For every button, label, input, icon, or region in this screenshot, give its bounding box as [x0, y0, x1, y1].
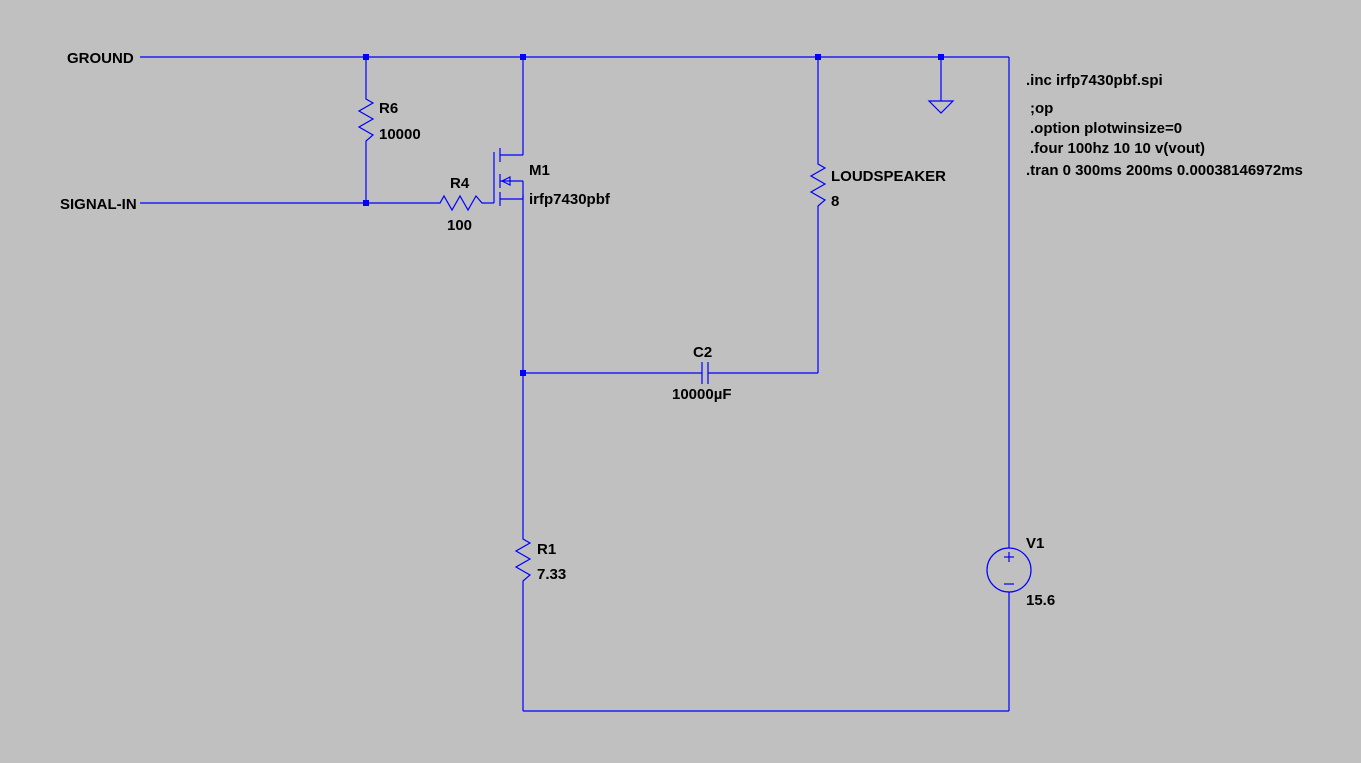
r6-name-label[interactable]: R6 — [379, 100, 398, 117]
spice-directive-op[interactable]: ;op — [1030, 100, 1053, 117]
r4-name-label[interactable]: R4 — [450, 175, 470, 192]
r6-resistor-icon[interactable] — [357, 95, 375, 145]
junction-dot — [520, 54, 526, 60]
m1-model-label[interactable]: irfp7430pbf — [529, 191, 611, 208]
v1-name-label[interactable]: V1 — [1026, 535, 1044, 552]
r1-value-label[interactable]: 7.33 — [537, 566, 566, 583]
r4-value-label[interactable]: 100 — [447, 217, 472, 234]
loudspeaker-resistor-icon[interactable] — [809, 160, 827, 212]
r4-resistor-icon[interactable] — [436, 194, 486, 212]
junction-dot — [520, 370, 526, 376]
junction-dot — [815, 54, 821, 60]
spice-directive-tran[interactable]: .tran 0 300ms 200ms 0.00038146972ms — [1026, 162, 1303, 179]
spice-directive-inc[interactable]: .inc irfp7430pbf.spi — [1026, 72, 1163, 89]
ground-symbol-icon[interactable] — [927, 100, 955, 114]
loudspeaker-value-label[interactable]: 8 — [831, 193, 839, 210]
junctions — [363, 54, 944, 376]
r1-name-label[interactable]: R1 — [537, 541, 556, 558]
spice-directive-option[interactable]: .option plotwinsize=0 — [1030, 120, 1182, 137]
m1-mosfet-icon[interactable] — [493, 135, 524, 206]
wires — [140, 56, 1010, 712]
v1-value-label[interactable]: 15.6 — [1026, 592, 1055, 609]
loudspeaker-name-label[interactable]: LOUDSPEAKER — [831, 168, 946, 185]
c2-capacitor-icon[interactable] — [701, 362, 709, 384]
v1-voltage-source-icon[interactable] — [986, 547, 1032, 593]
c2-value-label[interactable]: 10000µF — [672, 386, 732, 403]
junction-dot — [363, 200, 369, 206]
c2-name-label[interactable]: C2 — [693, 344, 712, 361]
junction-dot — [938, 54, 944, 60]
r1-resistor-icon[interactable] — [514, 535, 532, 585]
junction-dot — [363, 54, 369, 60]
net-label-ground[interactable]: GROUND — [67, 50, 134, 67]
m1-name-label[interactable]: M1 — [529, 162, 550, 179]
spice-directive-four[interactable]: .four 100hz 10 10 v(vout) — [1030, 140, 1205, 157]
r6-value-label[interactable]: 10000 — [379, 126, 421, 143]
net-label-signal-in[interactable]: SIGNAL-IN — [60, 196, 137, 213]
